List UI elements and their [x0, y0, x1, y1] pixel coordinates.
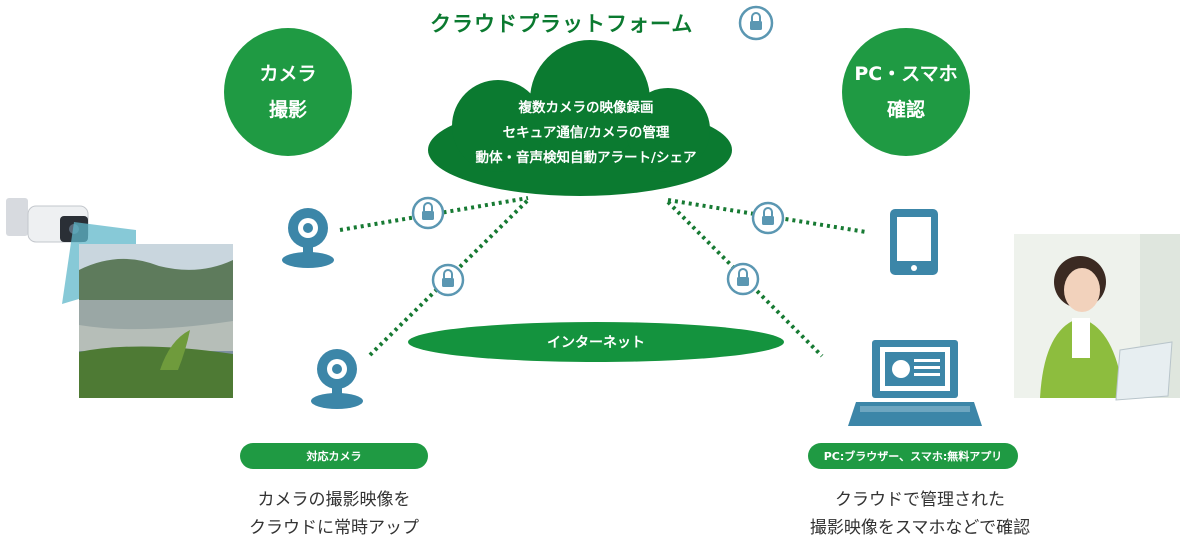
- link-laptop: [666, 200, 824, 358]
- internet-label: インターネット: [408, 322, 784, 362]
- lock-icon: [726, 262, 760, 296]
- left-caption-line: カメラの撮影映像を: [257, 490, 411, 510]
- header-lock-icon: [738, 5, 774, 41]
- right-caption-line: クラウドで管理された: [835, 490, 1005, 510]
- device-support-badge: PC:ブラウザー、スマホ:無料アプリ: [808, 443, 1018, 469]
- left-caption: カメラの撮影映像を クラウドに常時アップ: [220, 486, 448, 542]
- supported-camera-badge: 対応カメラ: [240, 443, 428, 469]
- camera-circle-line2: 撮影: [268, 99, 307, 121]
- camera-capture-circle: カメラ 撮影: [224, 28, 352, 156]
- webcam-icon: [311, 349, 363, 409]
- pc-circle-line1: PC・スマホ: [854, 63, 958, 85]
- lock-icon: [411, 196, 445, 230]
- river-scene-photo: [79, 244, 233, 398]
- cloud-feature-line: 複数カメラの映像録画: [518, 100, 654, 116]
- tablet-icon: [890, 209, 938, 275]
- cloud-features: 複数カメラの映像録画 セキュア通信/カメラの管理 動体・音声検知自動アラート/シ…: [436, 96, 736, 171]
- webcam-icon: [282, 208, 334, 268]
- left-caption-line: クラウドに常時アップ: [249, 518, 419, 538]
- laptop-icon: [848, 340, 982, 426]
- pc-circle-line2: 確認: [886, 99, 925, 121]
- link-webcam-bottom: [368, 198, 530, 357]
- woman-with-tablet-photo: [1014, 234, 1180, 401]
- cloud-feature-line: セキュア通信/カメラの管理: [502, 125, 670, 141]
- cloud-feature-line: 動体・音声検知自動アラート/シェア: [475, 150, 697, 166]
- right-caption: クラウドで管理された 撮影映像をスマホなどで確認: [770, 486, 1070, 542]
- lock-icon: [431, 263, 465, 297]
- cloud-shape: [428, 40, 732, 196]
- right-caption-line: 撮影映像をスマホなどで確認: [809, 518, 1031, 538]
- pc-smartphone-circle: PC・スマホ 確認: [842, 28, 970, 156]
- lock-icon: [751, 201, 785, 235]
- page-title: クラウドプラットフォーム: [430, 12, 694, 36]
- camera-circle-line1: カメラ: [259, 63, 317, 85]
